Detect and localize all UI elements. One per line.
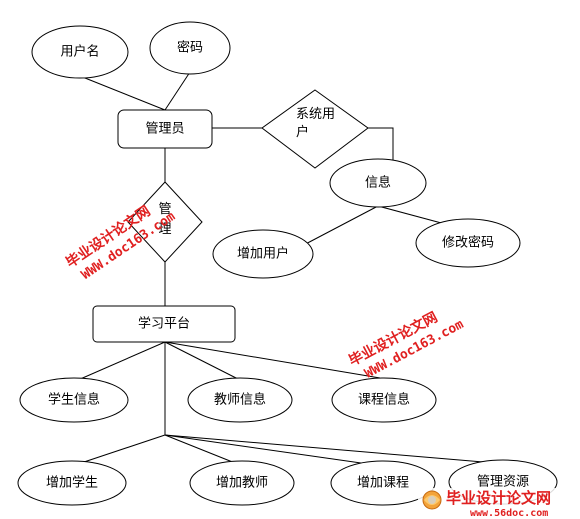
course-info-node: 课程信息 (331, 377, 437, 423)
system-user-node: 系统用户 (261, 89, 369, 169)
connector-trunk-addcourse (164, 434, 376, 466)
info-node: 信息 (329, 158, 427, 208)
connector-username-admin (79, 75, 166, 111)
admin-node: 管理员 (117, 109, 213, 149)
add-user-label: 增加用户 (237, 246, 289, 262)
connector-trunk-manageresources (164, 434, 496, 464)
footer-url: www.56doc.com (470, 508, 548, 519)
student-info-label: 学生信息 (48, 392, 100, 408)
student-info-node: 学生信息 (19, 377, 129, 423)
manage-node: 管理 (127, 181, 203, 263)
footer-brand-text: 毕业设计论文网 (446, 489, 551, 507)
connector-password-admin (164, 71, 191, 111)
globe-logo-icon (422, 490, 442, 510)
teacher-info-node: 教师信息 (187, 377, 293, 423)
teacher-info-label: 教师信息 (214, 392, 266, 408)
add-student-label: 增加学生 (46, 475, 98, 491)
add-course-node: 增加课程 (330, 460, 436, 506)
footer-brand: 毕业设计论文网 www.56doc.com (418, 488, 580, 519)
connector-trunk-addteacher (164, 434, 241, 466)
manage-resources-label: 管理资源 (477, 475, 529, 490)
password-node: 密码 (149, 21, 231, 75)
connector-platform-teacherinfo (164, 341, 241, 381)
admin-label: 管理员 (145, 122, 184, 137)
learning-platform-node: 学习平台 (92, 305, 236, 343)
course-info-label: 课程信息 (358, 392, 410, 408)
add-course-label: 增加课程 (357, 476, 409, 491)
connector-systemuser-info (368, 127, 394, 160)
connector-platform-studentinfo (77, 341, 166, 381)
username-node: 用户名 (31, 25, 129, 79)
connector-trunk-addstudent (74, 434, 166, 466)
connector-platform-courseinfo (164, 341, 381, 379)
info-label: 信息 (365, 175, 391, 191)
modify-password-label: 修改密码 (442, 235, 494, 251)
connectors (74, 71, 496, 466)
manage-label: 管理 (158, 202, 171, 237)
add-user-node: 增加用户 (212, 229, 314, 279)
username-label: 用户名 (60, 44, 99, 60)
system-user-label: 系统用户 (296, 107, 335, 140)
modify-password-node: 修改密码 (415, 218, 521, 268)
add-teacher-node: 增加教师 (189, 460, 295, 506)
watermark-right: 毕业设计论文网 WWW.doc163.com (346, 309, 466, 382)
add-student-node: 增加学生 (17, 460, 127, 506)
learning-platform-label: 学习平台 (138, 316, 190, 332)
add-teacher-label: 增加教师 (216, 475, 268, 491)
connector-info-adduser (297, 205, 379, 249)
password-label: 密码 (177, 40, 203, 56)
